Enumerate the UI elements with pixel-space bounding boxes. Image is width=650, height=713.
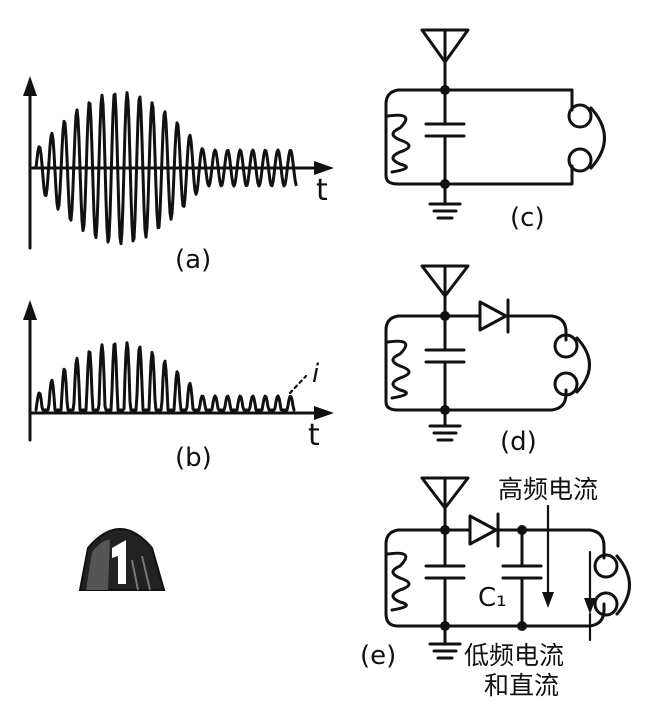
detector-crystal-icon [78, 528, 166, 591]
panel-c-capacitor-icon [424, 88, 466, 186]
panel-e-ground-icon [428, 624, 462, 660]
panel-e-top-wire [384, 528, 606, 560]
panel-b-envelope-dash [288, 374, 308, 395]
panel-d-capacitor-icon [424, 314, 466, 412]
panel-b-x-arrow [314, 406, 334, 420]
panel-e-capacitor-c1-icon [501, 528, 543, 628]
panel-b-y-arrow [23, 300, 37, 320]
panel-d: (d) [384, 264, 591, 457]
panel-a-modulated-wave [34, 91, 298, 246]
panel-a: t (a) [23, 76, 334, 275]
panel-a-caption: (a) [175, 245, 211, 275]
panel-c-ground-icon [428, 182, 462, 220]
panel-d-coil-icon [384, 334, 411, 400]
panel-c: (c) [384, 28, 606, 233]
panel-d-headphone-icon [553, 333, 591, 397]
panel-e-capacitor-icon [424, 528, 466, 628]
panel-e-coil-icon [384, 546, 411, 612]
panel-d-antenna-icon [420, 264, 470, 318]
panel-c-antenna-icon [420, 28, 470, 92]
panel-b-rectified-pulses [34, 341, 296, 412]
panel-e: C₁ 高频电流 低频电流 和直流 (e) [360, 475, 631, 700]
panel-c-bottom-wire [384, 164, 574, 186]
panel-d-ground-icon [428, 408, 462, 442]
panel-d-caption: (d) [500, 427, 537, 457]
panel-e-caption: (e) [360, 641, 396, 671]
panel-d-diode-icon [478, 298, 510, 334]
panel-e-diode-icon [468, 512, 500, 548]
panel-e-headphone-icon [593, 553, 631, 617]
panel-e-low-freq-arrow [584, 550, 596, 642]
panel-c-top-wire [384, 88, 574, 112]
panel-b-axis-label: t [308, 418, 320, 453]
panel-d-top-wire [384, 314, 568, 342]
panel-c-coil-icon [384, 108, 411, 174]
panel-e-capacitor-label: C₁ [478, 583, 507, 613]
panel-c-caption: (c) [510, 203, 545, 233]
panel-a-axis-label: t [316, 173, 328, 208]
panel-b-caption: (b) [175, 443, 212, 473]
panel-d-bottom-wire [384, 388, 568, 412]
panel-e-high-freq-label: 高频电流 [498, 475, 598, 504]
panel-a-x-arrow [314, 161, 334, 175]
panel-c-headphone-icon [567, 103, 606, 173]
panel-e-low-freq-label-line2: 和直流 [484, 671, 559, 700]
panel-b: i t (b) [23, 300, 334, 473]
panel-e-high-freq-arrow [542, 504, 554, 608]
panel-e-antenna-icon [420, 476, 470, 532]
panel-e-low-freq-label-line1: 低频电流 [464, 641, 564, 670]
panel-a-y-arrow [23, 76, 37, 96]
panel-b-current-label: i [312, 359, 320, 389]
